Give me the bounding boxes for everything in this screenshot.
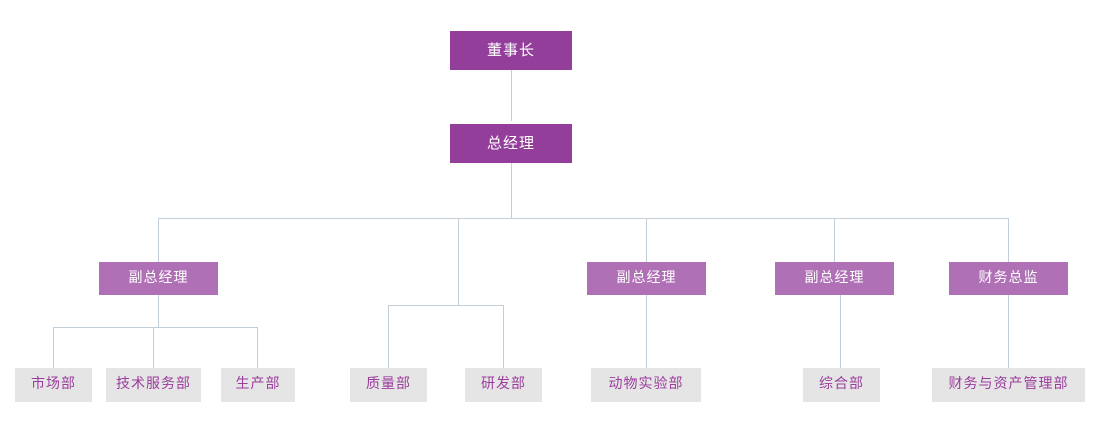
node-dept-production[interactable]: 生产部 — [221, 368, 295, 402]
node-dept-finance-asset[interactable]: 财务与资产管理部 — [932, 368, 1085, 402]
connector-level3-bus — [158, 218, 1009, 219]
connector-bus-to-vice1 — [158, 218, 159, 262]
node-dept-quality[interactable]: 质量部 — [350, 368, 427, 402]
node-dept-animal-lab[interactable]: 动物实验部 — [591, 368, 701, 402]
connector-chairman-to-gm — [511, 70, 512, 121]
connector-vice1-bus — [53, 327, 258, 328]
connector-cfo-to-finance-asset — [1008, 295, 1009, 368]
node-vice-general-manager-1[interactable]: 副总经理 — [99, 262, 218, 295]
node-dept-general-affairs[interactable]: 综合部 — [803, 368, 880, 402]
connector-vice3-to-general-affairs — [840, 295, 841, 368]
node-cfo[interactable]: 财务总监 — [949, 262, 1068, 295]
connector-gm-down — [511, 163, 512, 219]
connector-bus-to-vice3 — [834, 218, 835, 262]
connector-bus-to-production — [257, 327, 258, 368]
connector-bus-to-vice2 — [646, 218, 647, 262]
connector-quality-rnd-bus — [388, 305, 504, 306]
connector-bus-to-rnd — [503, 305, 504, 368]
connector-bus-to-market — [53, 327, 54, 368]
node-chairman[interactable]: 董事长 — [450, 31, 572, 70]
connector-vice2-to-animal-lab — [646, 295, 647, 368]
node-vice-general-manager-2[interactable]: 副总经理 — [587, 262, 706, 295]
node-dept-rnd[interactable]: 研发部 — [465, 368, 542, 402]
connector-bus-to-quality-rnd-branch — [458, 218, 459, 305]
node-vice-general-manager-3[interactable]: 副总经理 — [775, 262, 894, 295]
node-general-manager[interactable]: 总经理 — [450, 124, 572, 163]
connector-bus-to-quality — [388, 305, 389, 368]
connector-vice1-down — [158, 295, 159, 327]
node-dept-tech-service[interactable]: 技术服务部 — [106, 368, 201, 402]
connector-bus-to-tech-service — [153, 327, 154, 368]
node-dept-market[interactable]: 市场部 — [15, 368, 92, 402]
connector-bus-to-cfo — [1008, 218, 1009, 262]
